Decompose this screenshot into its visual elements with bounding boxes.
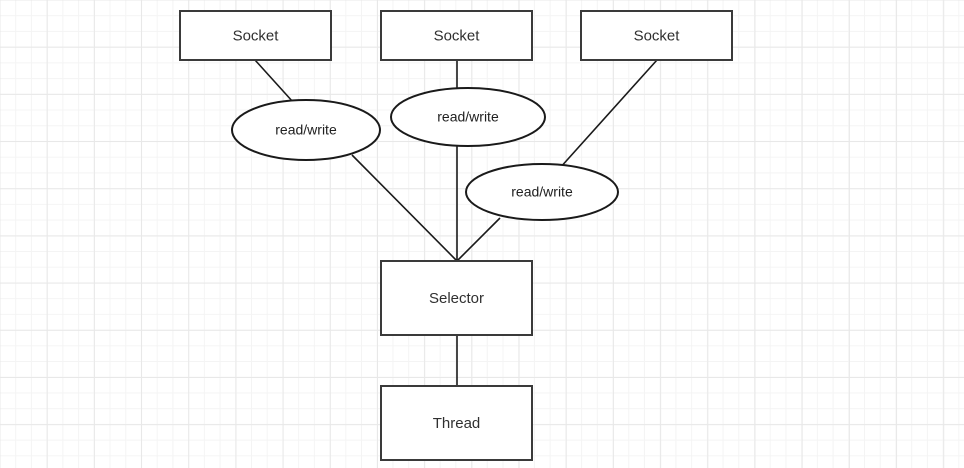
node-socket-3[interactable]: Socket <box>580 10 733 61</box>
readwrite-2-ellipse[interactable] <box>390 87 546 147</box>
node-socket-1[interactable]: Socket <box>179 10 332 61</box>
selector-label: Selector <box>429 290 484 307</box>
socket-3-box[interactable] <box>580 10 733 61</box>
socket-1-label: Socket <box>233 27 280 44</box>
node-layer: Socket Socket Socket read/write read/wri… <box>179 10 733 461</box>
node-readwrite-3[interactable]: read/write <box>465 163 619 221</box>
node-readwrite-1[interactable]: read/write <box>231 99 381 161</box>
socket-2-box[interactable] <box>380 10 533 61</box>
edge-socket3-to-readwrite3 <box>558 59 658 170</box>
node-selector[interactable]: Selector <box>380 260 533 336</box>
thread-label: Thread <box>433 415 481 432</box>
readwrite-3-ellipse[interactable] <box>465 163 619 221</box>
readwrite-1-ellipse[interactable] <box>231 99 381 161</box>
node-readwrite-2[interactable]: read/write <box>390 87 546 147</box>
readwrite-2-label: read/write <box>437 109 499 125</box>
readwrite-1-label: read/write <box>275 122 337 138</box>
edge-layer <box>254 59 658 386</box>
node-socket-2[interactable]: Socket <box>380 10 533 61</box>
node-thread[interactable]: Thread <box>380 385 533 461</box>
socket-3-label: Socket <box>634 27 681 44</box>
readwrite-3-label: read/write <box>511 184 573 200</box>
thread-box[interactable] <box>380 385 533 461</box>
socket-2-label: Socket <box>434 27 481 44</box>
edge-readwrite1-to-selector <box>351 154 458 262</box>
edge-socket1-to-readwrite1 <box>254 59 294 103</box>
edge-readwrite3-to-selector <box>456 217 501 262</box>
socket-1-box[interactable] <box>179 10 332 61</box>
selector-box[interactable] <box>380 260 533 336</box>
